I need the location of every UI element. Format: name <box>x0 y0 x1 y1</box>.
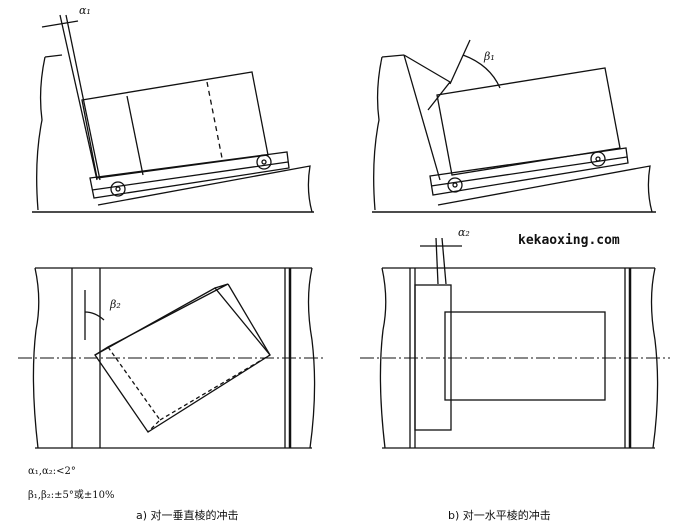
wheel-icon <box>110 181 126 197</box>
note-alpha: α₁,α₂:<2° <box>28 466 76 477</box>
panel-b-top-view <box>360 237 670 449</box>
caption-a: a) 对一垂直棱的冲击 <box>136 509 239 522</box>
wheel-icon <box>256 154 272 170</box>
alpha2-label: α₂ <box>458 226 470 239</box>
beta2-label: β₂ <box>110 298 121 311</box>
wheel-icon <box>590 151 606 167</box>
caption-b: b) 对一水平棱的冲击 <box>448 509 551 522</box>
panel-b-side-view <box>372 39 656 213</box>
wheel-icon <box>447 177 463 193</box>
panel-a-side-view <box>32 14 314 213</box>
note-beta: β₁,β₂:±5°或±10% <box>28 490 115 501</box>
alpha1-label: α₁ <box>79 4 91 17</box>
panel-a-top-view <box>18 267 325 449</box>
watermark: kekaoxing.com <box>518 233 620 248</box>
beta1-label: β₁ <box>484 50 495 63</box>
